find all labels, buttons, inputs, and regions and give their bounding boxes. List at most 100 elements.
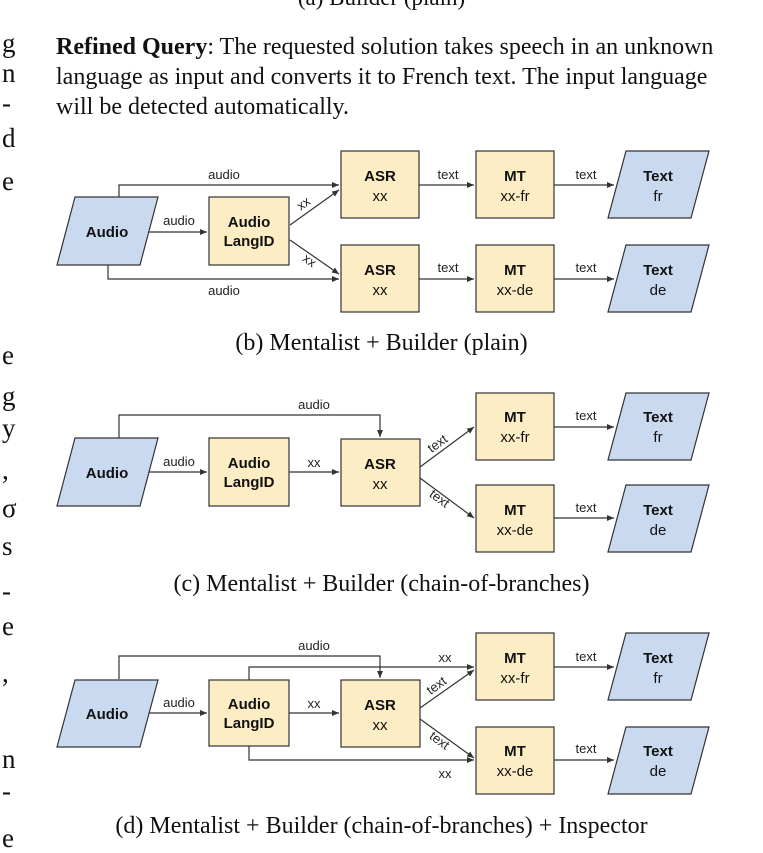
- edge-d-asr-to-mt2: [419, 718, 475, 759]
- edge-label-d-text-up: text: [423, 673, 449, 698]
- node-d-out1-title: Text: [643, 650, 673, 667]
- margin-glyph: y: [2, 413, 16, 443]
- node-c-mt1-sub: xx-fr: [500, 429, 529, 446]
- edge-b-audio-to-asr1: [118, 182, 339, 197]
- node-b-mt2-shape: [475, 244, 555, 313]
- margin-glyph: g: [2, 28, 16, 58]
- figure-c-caption: (c) Mentalist + Builder (chain-of-branch…: [173, 571, 590, 597]
- node-b-out1-sub: fr: [653, 188, 662, 205]
- node-b-mt1-title: MT: [504, 168, 526, 185]
- node-d-out2-title: Text: [643, 743, 673, 760]
- edge-label-b-text4: text: [576, 260, 597, 275]
- node-b-mt1-shape: [475, 150, 555, 219]
- edge-label-c-text2: text: [576, 500, 597, 515]
- node-c-audio-title: Audio: [86, 465, 129, 482]
- edge-label-b-audio-top: audio: [208, 167, 240, 182]
- node-d-mt1-shape: [475, 632, 555, 701]
- figure-a-caption: (a) Builder (plain): [0, 0, 763, 11]
- node-b-out2-title: Text: [643, 262, 673, 279]
- edge-b-audio-to-asr2: [107, 265, 339, 282]
- node-d-asr-shape: [340, 679, 421, 748]
- node-c-out2-sub: de: [650, 522, 667, 539]
- node-d-mt2-sub: xx-de: [497, 763, 534, 780]
- node-b-langid-sub: LangID: [224, 233, 275, 250]
- edge-label-c-text-up: text: [424, 431, 450, 456]
- node-b-asr1-sub: xx: [373, 188, 389, 205]
- node-b-audio-shape: [56, 196, 159, 266]
- edge-d-langid-to-mt1: [248, 664, 474, 680]
- node-c-mt1-title: MT: [504, 409, 526, 426]
- edge-label-b-audio-bottom: audio: [208, 283, 240, 298]
- node-d-audio-title: Audio: [86, 706, 129, 723]
- refined-query-text: : The requested solution takes speech in…: [56, 34, 714, 120]
- edge-c-asr-to-mt2: [419, 477, 475, 519]
- margin-glyph: ,: [2, 455, 9, 485]
- margin-glyph: -: [2, 88, 11, 118]
- node-c-langid-title: Audio: [228, 455, 271, 472]
- refined-query-paragraph: Refined Query: The requested solution ta…: [56, 32, 736, 122]
- edge-label-d-audio-top: audio: [298, 638, 330, 653]
- node-b-asr2-shape: [340, 244, 420, 313]
- margin-glyph: g: [2, 381, 16, 411]
- node-d-out2-shape: [607, 726, 710, 795]
- margin-glyph: e: [2, 340, 14, 370]
- node-d-langid-shape: [208, 679, 290, 747]
- margin-glyph: n: [2, 744, 16, 774]
- edge-label-c-audio-top: audio: [298, 397, 330, 412]
- edge-label-d-xx: xx: [308, 696, 322, 711]
- edge-label-c-audio-mid: audio: [163, 454, 195, 469]
- node-b-out1-shape: [607, 150, 710, 219]
- node-b-mt1-sub: xx-fr: [500, 188, 529, 205]
- node-c-asr-title: ASR: [364, 456, 396, 473]
- edge-label-b-text2: text: [576, 167, 597, 182]
- node-b-out2-sub: de: [650, 282, 667, 299]
- node-b-out1-title: Text: [643, 168, 673, 185]
- edge-label-b-xx-down: xx: [300, 250, 320, 270]
- node-b-mt2-title: MT: [504, 262, 526, 279]
- node-b-langid-title: Audio: [228, 214, 271, 231]
- node-d-asr-sub: xx: [373, 717, 389, 734]
- node-d-langid-title: Audio: [228, 696, 271, 713]
- edge-c-audio-to-asr: [118, 414, 383, 438]
- node-c-langid-shape: [208, 437, 290, 507]
- node-c-asr-sub: xx: [373, 476, 389, 493]
- figure-b-caption: (b) Mentalist + Builder (plain): [235, 330, 528, 356]
- refined-query-label: Refined Query: [56, 34, 208, 60]
- node-c-mt2-title: MT: [504, 502, 526, 519]
- node-b-asr2-title: ASR: [364, 262, 396, 279]
- margin-glyph: -: [2, 776, 11, 806]
- node-d-out1-shape: [607, 632, 710, 701]
- margin-glyph: e: [2, 166, 14, 196]
- node-b-audio-title: Audio: [86, 224, 129, 241]
- node-d-mt2-shape: [475, 726, 555, 795]
- edge-label-d-text2: text: [576, 741, 597, 756]
- diagram-d: Audio Audio LangID ASR xx MT xx-fr MT xx…: [56, 632, 710, 795]
- node-c-asr-shape: [340, 438, 421, 507]
- node-c-langid-sub: LangID: [224, 474, 275, 491]
- node-c-mt1-shape: [475, 392, 555, 461]
- edge-label-d-text-down: text: [427, 728, 453, 753]
- node-b-mt2-sub: xx-de: [497, 282, 534, 299]
- edge-c-asr-to-mt1: [419, 426, 475, 468]
- node-c-out1-shape: [607, 392, 710, 461]
- edge-label-b-text1: text: [438, 167, 459, 182]
- figure-d-caption: (d) Mentalist + Builder (chain-of-branch…: [115, 813, 648, 839]
- node-c-out1-title: Text: [643, 409, 673, 426]
- margin-glyph: ,: [2, 658, 9, 688]
- edge-label-c-xx: xx: [308, 455, 322, 470]
- margin-glyph: σ: [2, 493, 17, 523]
- node-d-out1-sub: fr: [653, 670, 662, 687]
- edge-b-langid-to-asr2: [289, 239, 340, 275]
- node-b-out2-shape: [607, 244, 710, 313]
- diagram-c: Audio Audio LangID ASR xx MT xx-fr MT xx…: [56, 392, 710, 553]
- node-c-mt2-shape: [475, 484, 555, 553]
- edge-label-d-xx-top: xx: [439, 650, 453, 665]
- node-d-mt2-title: MT: [504, 743, 526, 760]
- diagram-b: Audio Audio LangID ASR xx ASR xx MT xx-f…: [56, 150, 710, 313]
- node-c-out1-sub: fr: [653, 429, 662, 446]
- node-c-audio-shape: [56, 437, 159, 507]
- margin-glyph: s: [2, 531, 13, 561]
- edge-label-c-text1: text: [576, 408, 597, 423]
- node-b-asr1-title: ASR: [364, 168, 396, 185]
